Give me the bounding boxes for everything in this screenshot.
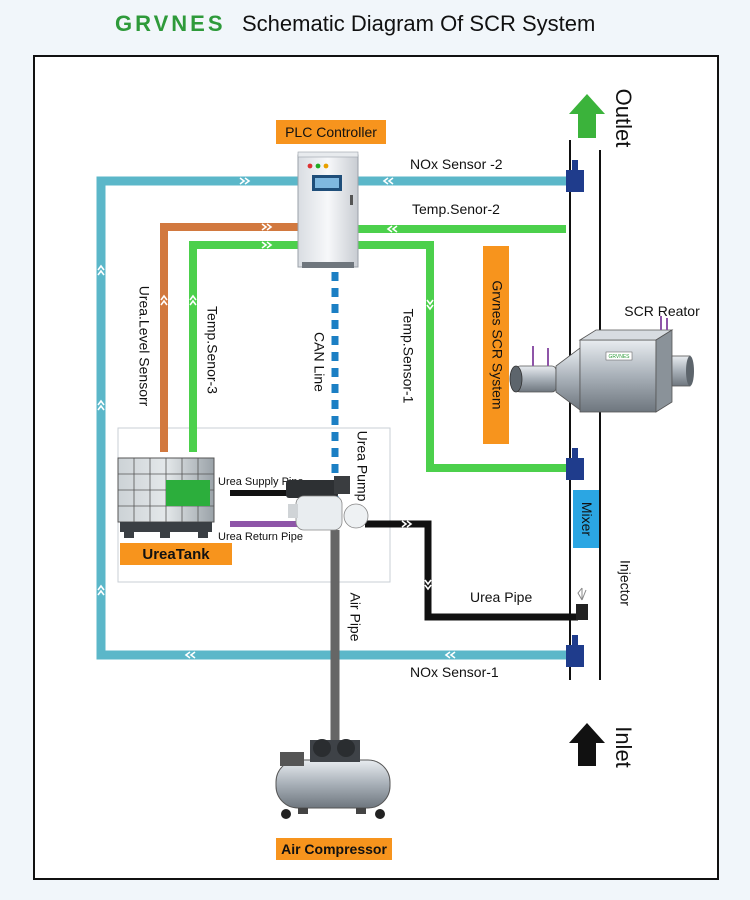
nox-sensor-2-label: NOx Sensor -2 [410,156,503,172]
header: GRVNES Schematic Diagram Of SCR System [115,11,595,36]
temp-sensor-3-label: Temp.Senor-3 [204,306,220,394]
urea-supply-pipe-label: Urea Supply Pipe [218,476,304,488]
nox-sensor-1-label: NOx Sensor-1 [410,664,499,680]
air-compressor-tag [276,838,392,860]
injector-label: Injector [617,560,633,606]
temp-sensor-3-line [189,241,300,452]
urea-tank-label: UreaTank [142,546,210,563]
outlet-label: Outlet [611,89,636,148]
plc-controller-tag [276,120,386,144]
scr-system-label: Grvnes SCR System [489,280,505,409]
scr-reactor-label: SCR Reator [624,303,700,319]
sensor-block-temp-1 [566,448,584,480]
scr-reactor-image: GRVNES [509,316,694,413]
air-compressor-image [275,739,391,819]
urea-pipe-label: Urea Pipe [470,589,532,605]
outlet-arrow-icon [569,94,605,138]
injector-icon [576,587,588,620]
flow-chevrons [97,177,456,659]
air-pipe-label: Air Pipe [347,592,363,641]
can-line-label: CAN Line [311,332,327,392]
page-title: Schematic Diagram Of SCR System [242,11,595,36]
urea-tank-tag [120,543,232,565]
temp-sensor-2-label: Temp.Senor-2 [412,201,500,217]
air-compressor-label: Air Compressor [281,841,387,857]
temp-sensor-1-label: Temp.Sensor-1 [400,309,416,404]
urea-return-pipe-label: Urea Return Pipe [218,531,303,543]
scr-system-tag [483,246,509,444]
plc-controller-cabinet [297,151,359,268]
temp-sensor-1-line [358,241,566,472]
inlet-label: Inlet [611,726,636,768]
reactor-nameplate: GRVNES [608,354,630,360]
mixer-label: Mixer [579,502,595,537]
mixer-block [573,490,599,548]
urea-tank-image [117,457,215,538]
sensor-block-nox-2 [566,160,584,192]
urea-level-sensor-label: Urea.Level Sensorr [136,286,152,407]
sensor-block-nox-1 [566,635,584,667]
urea-pipe [365,520,578,621]
urea-pump-label: Urea Pump [354,431,370,502]
urea-level-sensor-line [160,223,300,452]
plc-controller-label: PLC Controller [285,124,377,140]
urea-pump-image [286,476,369,531]
brand-logo: GRVNES [115,11,226,36]
inlet-arrow-icon [569,723,605,766]
